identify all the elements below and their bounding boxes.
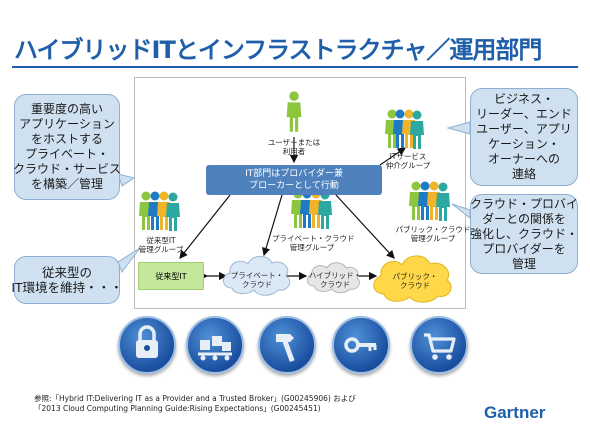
callout-pointer-top-right <box>446 121 471 135</box>
private-cloud-shape <box>223 255 291 296</box>
private-cloud-label: プライベート・ クラウド <box>230 271 284 289</box>
shopping-cart-icon <box>410 316 468 374</box>
key-icon <box>332 316 390 374</box>
private-group-label: プライベート・クラウド 管理グループ <box>272 234 355 252</box>
page-title: ハイブリッドITとインフラストラクチャ／運用部門 <box>14 36 542 64</box>
legacy-it-box: 従来型IT <box>138 262 204 290</box>
arrow-broker-to-private <box>262 194 283 257</box>
callout-pointer-top-left <box>117 173 136 187</box>
legacy-group-people-icon <box>139 191 180 231</box>
conveyor-boxes-icon <box>186 316 244 374</box>
hybrid-cloud-shape <box>306 262 360 294</box>
arrow-broker-to-public <box>335 194 395 259</box>
legacy-it-label: 従来型IT <box>155 271 187 281</box>
callout-bottom-left: 従来型の IT環境を維持・・・ <box>11 256 123 304</box>
gartner-logo: Gartner <box>484 403 546 422</box>
callout-top-right: ビジネス・ リーダー、エンド ユーザー、アプリ ケーション・ オーナーへの 連絡 <box>470 88 578 186</box>
broker-label: IT部門はプロバイダー兼 ブローカーとして行動 <box>245 169 343 191</box>
hammer-icon <box>258 316 316 374</box>
public-cloud-shape <box>373 255 452 303</box>
public-group-label: パブリック・クラウド 管理グループ <box>395 225 471 243</box>
connector-lines <box>179 137 406 281</box>
user-label: ユーザーまたは 利用者 <box>267 138 321 156</box>
public-cloud-label: パブリック・ クラウド <box>392 272 438 290</box>
arrow-broker-to-service <box>379 147 406 166</box>
callout-pointer-bottom-left <box>117 247 141 274</box>
callout-top-left: 重要度の高い アプリケーション をホストする プライベート・ クラウド・サービス… <box>13 94 121 200</box>
broker-box: IT部門はプロバイダー兼 ブローカーとして行動 <box>206 165 382 195</box>
callout-mid-right: クラウド・プロバイ ダーとの関係を 強化し、クラウド・ プロバイダーを 管理 <box>470 194 578 274</box>
it-service-group-people-icon <box>385 109 424 149</box>
callout-pointer-mid-right <box>451 203 471 220</box>
arrow-broker-to-legacy <box>179 194 231 259</box>
private-group-people-icon <box>291 189 332 229</box>
hybrid-cloud-label: ハイブリッド・ クラウド <box>308 271 362 289</box>
it-service-group-label: ITサービス 仲介グループ <box>385 152 431 170</box>
footnote: 参照:「Hybrid IT:Delivering IT as a Provide… <box>34 394 356 413</box>
user-person-icon <box>286 91 302 132</box>
title-divider <box>12 66 578 68</box>
legacy-group-label: 従来型IT 管理グループ <box>138 236 184 254</box>
public-group-people-icon <box>409 181 450 221</box>
lock-icon <box>118 316 176 374</box>
